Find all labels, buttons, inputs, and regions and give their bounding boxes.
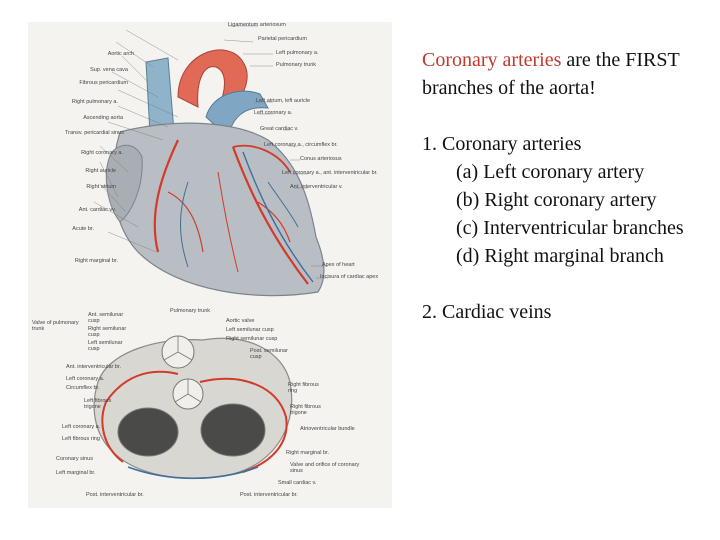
heart-anterior-view (105, 49, 325, 297)
label-great-cardiac-v: Great cardiac v. (260, 126, 299, 132)
label-left-fibrous-trigone: Left fibrous trigone (84, 398, 112, 411)
label-valve-orifice-coronary-sinus: Valve and orifice of coronary sinus (290, 462, 360, 475)
label-right-marginal-br: Right marginal br. (74, 258, 118, 264)
label-parietal-pericardium: Parietal pericardium (258, 36, 307, 42)
heading-rest: are the FIRST branches of the aorta! (422, 49, 680, 99)
label-ligamentum-arteriosum: Ligamentum arteriosum (228, 22, 286, 28)
label-right-marginal-br-right: Right marginal br. (286, 450, 330, 456)
label-left-coronary-a-1: Left coronary a. (66, 376, 105, 382)
label-post-semilunar-cusp: Post. semilunar cusp (250, 348, 288, 361)
label-incisura-cardiac-apex: Incisura of cardiac apex (320, 274, 379, 280)
heart-valves-view (93, 335, 293, 480)
label-pulmonary-trunk: Pulmonary trunk (276, 62, 317, 68)
label-transv-pericardial-sinus: Transv. pericardial sinus (65, 130, 124, 136)
label-right-fibrous-trigone: Right fibrous trigone (290, 404, 321, 417)
label-atrioventricular-bundle: Atrioventricular bundle (300, 426, 355, 432)
label-ant-cardiac-vv: Ant. cardiac vv. (78, 207, 116, 213)
label-left-marginal-br: Left marginal br. (56, 470, 96, 476)
label-left-atrium-auricle: Left atrium, left auricle (256, 98, 311, 104)
label-post-interventricular-br-left: Post. interventricular br. (86, 492, 144, 498)
label-left-pulmonary-a: Left pulmonary a. (276, 50, 319, 56)
list-item-cardiac-veins: 2. Cardiac veins (422, 301, 552, 323)
label-ant-interventricular-v: Ant. interventricular v. (290, 184, 343, 190)
label-sup-vena-cava: Sup. vena cava (90, 67, 128, 73)
label-valve-pulmonary-trunk: Valve of pulmonary trunk (32, 320, 79, 333)
label-ant-semilunar-cusp: Ant. semilunar cusp (88, 312, 124, 325)
label-aortic-valve: Aortic valve (226, 318, 255, 324)
label-left-fibrous-ring: Left fibrous ring (62, 436, 100, 442)
heart-anatomy-figure: Aortic arch Sup. vena cava Fibrous peric… (28, 22, 392, 508)
label-right-semilunar-cusp: Right semilunar cusp (88, 326, 127, 339)
label-ant-interventricular-br: Ant. interventricular br. (66, 364, 122, 370)
list-title: 1. Coronary arteries (422, 133, 582, 155)
list-item-interventricular: (c) Interventricular branches (456, 217, 684, 239)
label-right-fibrous-ring: Right fibrous ring (288, 382, 319, 395)
label-left-coronary-a-top: Left coronary a. (254, 110, 293, 116)
label-post-interventricular-br-right: Post. interventricular br. (240, 492, 298, 498)
label-pulmonary-trunk-bottom: Pulmonary trunk (170, 308, 211, 314)
label-apex-of-heart: Apex of heart (322, 262, 355, 268)
label-acute-br: Acute br. (72, 226, 94, 232)
heart-illustration (93, 25, 328, 480)
label-right-coronary-a: Right coronary a. (81, 150, 123, 156)
label-right-semilunar-cusp-right: Right semilunar cusp (226, 336, 278, 342)
label-ascending-aorta: Ascending aorta (83, 115, 123, 121)
label-aortic-arch: Aortic arch (107, 51, 134, 57)
label-left-coronary-a-2: Left coronary a. (62, 424, 101, 430)
heading-highlight: Coronary arteries (422, 49, 562, 71)
label-fibrous-pericardium: Fibrous pericardium (79, 80, 128, 86)
list-item-right-coronary: (b) Right coronary artery (456, 189, 657, 211)
label-right-auricle: Right auricle (85, 168, 116, 174)
label-small-cardiac-v: Small cardiac v. (278, 480, 317, 486)
label-circumflex-br: Circumflex br. (66, 385, 100, 391)
list-item-right-marginal: (d) Right marginal branch (456, 245, 664, 267)
label-left-semilunar-cusp-right: Left semilunar cusp (226, 327, 274, 333)
label-right-atrium: Right atrium (86, 184, 116, 190)
label-coronary-sinus: Coronary sinus (56, 456, 93, 462)
label-left-semilunar-cusp: Left semilunar cusp (88, 340, 123, 353)
label-left-coronary-circumflex: Left coronary a., circumflex br. (264, 142, 338, 148)
slide-text: Coronary arteries are the FIRST branches… (422, 46, 712, 326)
label-conus-arteriosus: Conus arteriosus (300, 156, 342, 162)
heading: Coronary arteries are the FIRST branches… (422, 46, 712, 102)
list-item-left-coronary: (a) Left coronary artery (456, 161, 645, 183)
label-left-coronary-ant-interventricular: Left coronary a., ant. interventricular … (282, 170, 378, 176)
label-right-pulmonary-a: Right pulmonary a. (71, 99, 118, 105)
